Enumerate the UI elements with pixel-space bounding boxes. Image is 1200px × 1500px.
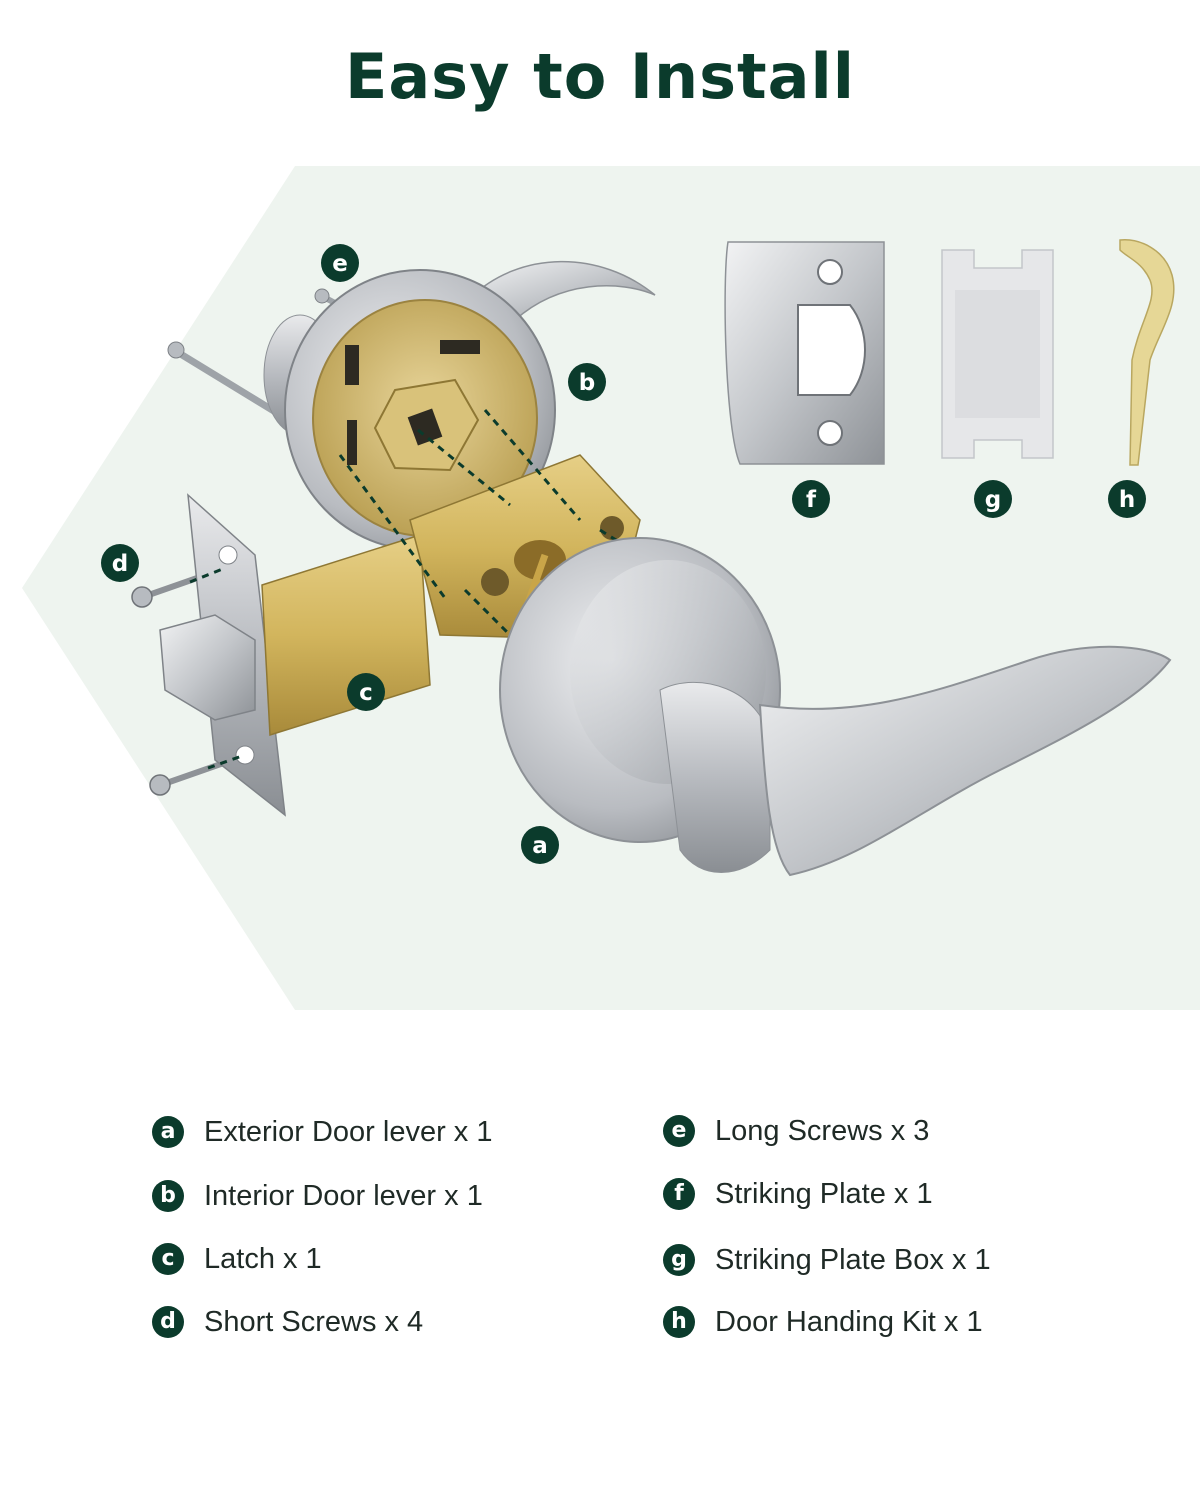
svg-text:f: f — [806, 487, 817, 513]
part-label: Striking Plate x 1 — [715, 1177, 933, 1210]
parts-list: a Exterior Door lever x 1 b Interior Doo… — [0, 1108, 1200, 1368]
striking-plate-box-part — [941, 249, 1054, 459]
part-label: Long Screws x 3 — [715, 1114, 930, 1147]
part-label: Latch x 1 — [204, 1242, 322, 1275]
parts-list-item-h: h Door Handing Kit x 1 — [663, 1302, 983, 1342]
part-label: Short Screws x 4 — [204, 1305, 424, 1338]
callout-f: f — [792, 480, 830, 518]
letter-badge: f — [663, 1178, 695, 1210]
svg-text:b: b — [579, 370, 595, 396]
parts-list-item-g: g Striking Plate Box x 1 — [663, 1240, 991, 1280]
letter-badge: c — [152, 1243, 184, 1275]
svg-text:g: g — [985, 487, 1001, 513]
callout-c: c — [347, 673, 385, 711]
assembly-guide-lines — [189, 409, 636, 770]
letter-badge: b — [152, 1180, 184, 1212]
callout-a: a — [521, 826, 559, 864]
callout-h: h — [1108, 480, 1146, 518]
letter-badge: a — [152, 1116, 184, 1148]
callout-g: g — [974, 480, 1012, 518]
exploded-lock-diagram: a b c d e f g h — [22, 166, 1200, 1010]
door-handing-kit-part — [1119, 239, 1175, 466]
callout-b: b — [568, 363, 606, 401]
part-label: Striking Plate Box x 1 — [715, 1243, 991, 1276]
parts-list-item-b: b Interior Door lever x 1 — [152, 1176, 483, 1216]
svg-text:c: c — [359, 680, 373, 706]
part-label: Exterior Door lever x 1 — [204, 1115, 493, 1148]
parts-list-item-e: e Long Screws x 3 — [663, 1111, 929, 1151]
parts-list-item-c: c Latch x 1 — [152, 1239, 322, 1279]
parts-list-item-d: d Short Screws x 4 — [152, 1302, 423, 1342]
svg-text:h: h — [1119, 487, 1135, 513]
svg-text:d: d — [112, 551, 128, 577]
letter-badge: h — [663, 1306, 695, 1338]
part-label: Interior Door lever x 1 — [204, 1179, 483, 1212]
svg-text:e: e — [332, 251, 348, 277]
page-title: Easy to Install — [344, 40, 855, 113]
parts-list-item-a: a Exterior Door lever x 1 — [152, 1112, 493, 1152]
letter-badge: e — [663, 1115, 695, 1147]
letter-badge: g — [663, 1244, 695, 1276]
exterior-lever-part — [499, 537, 1172, 877]
part-label: Door Handing Kit x 1 — [715, 1305, 983, 1338]
callout-d: d — [101, 544, 139, 582]
interior-lever-part — [263, 260, 656, 551]
striking-plate-part — [724, 241, 885, 465]
parts-list-item-f: f Striking Plate x 1 — [663, 1174, 933, 1214]
svg-text:a: a — [532, 833, 548, 859]
letter-badge: d — [152, 1306, 184, 1338]
callout-e: e — [321, 244, 359, 282]
